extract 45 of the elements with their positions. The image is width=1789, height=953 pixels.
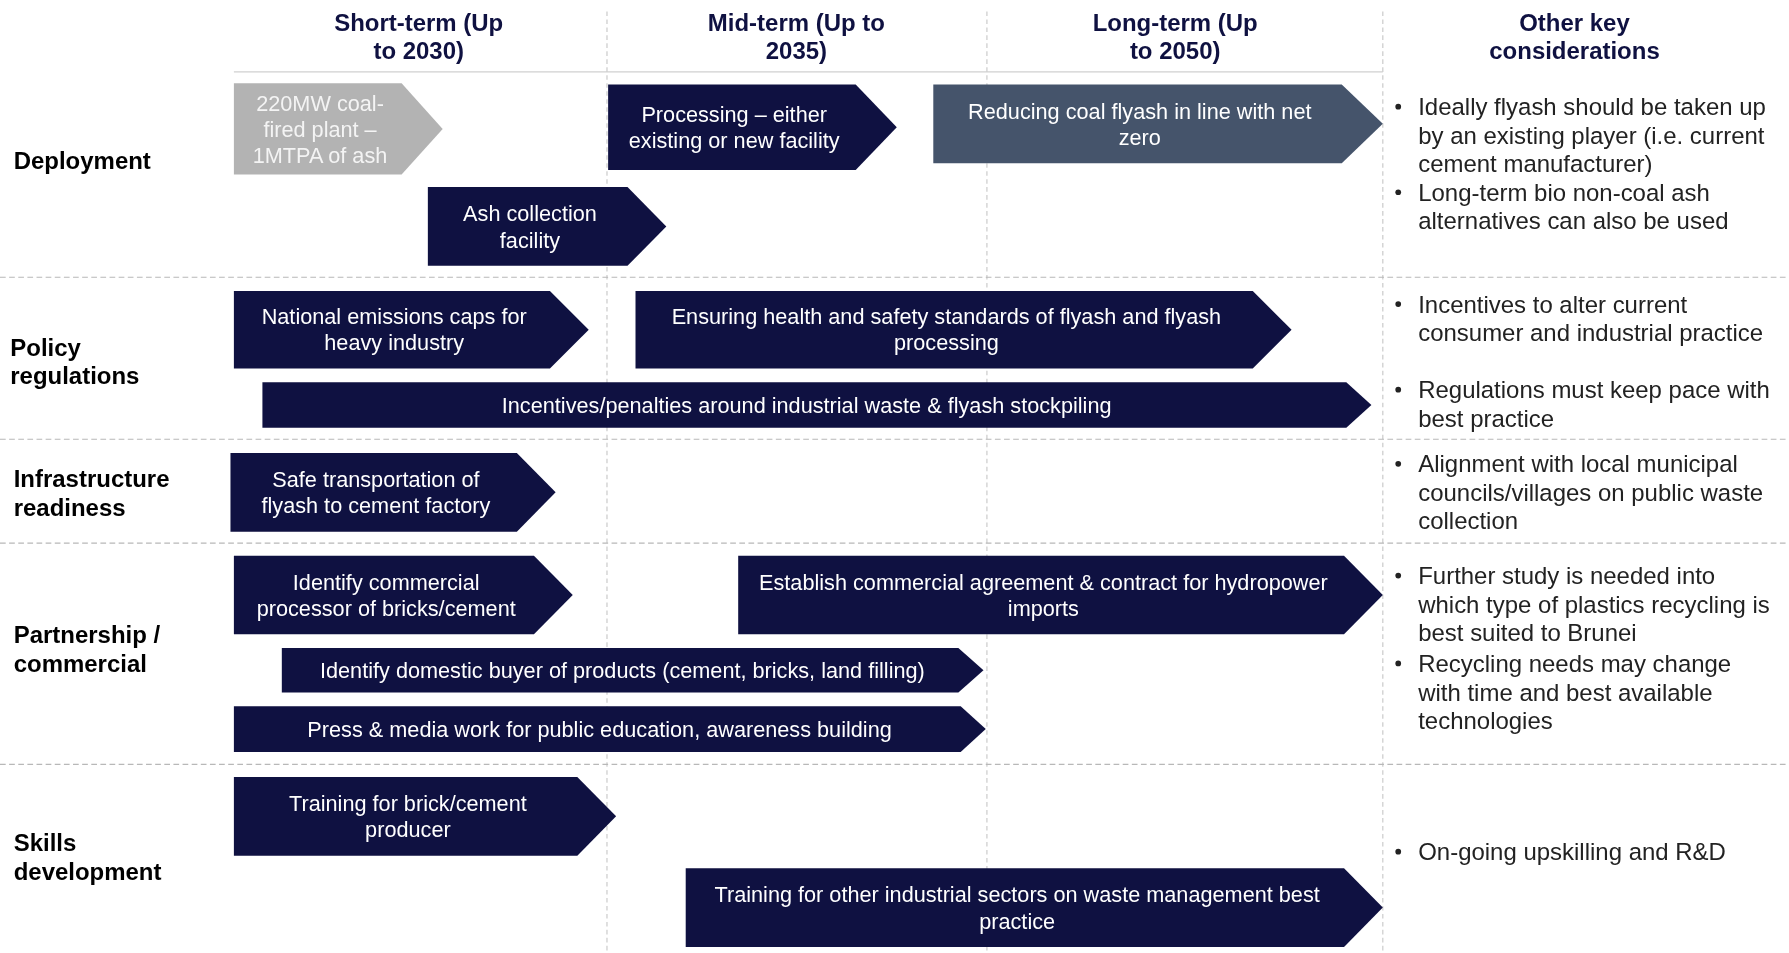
chevron-banner [233,706,986,752]
chevron-banner [233,83,443,175]
row-heading: Policy regulations [10,333,141,391]
chevron-label: Press & media work for public education, awareness building [307,716,892,743]
chevron-banner [635,290,1292,369]
chevron-banner [262,382,1372,428]
chevron-label: Establish commercial agreement & contract for hydropower imports [758,568,1329,622]
column-heading: Short-term (Up to 2030) [333,8,505,66]
chevron-label: Reducing coal flyash in line with net zero [967,97,1313,151]
row-heading: Partnership / commercial [13,620,162,678]
chevron-label: Identify commercial processor of bricks/cement [255,568,517,622]
bullet-note: Ideally flyash should be taken up by an existing player (i.e. current cement manufacturer) [1418,92,1767,178]
column-heading: Long-term (Up to 2050) [1091,8,1259,66]
row-heading: Skills development [13,828,163,886]
column-heading: Mid-term (Up to 2035) [706,8,886,66]
row-heading: Infrastructure readiness [13,464,171,522]
chevron-banner [233,290,589,369]
chevron-label: Training for other industrial sectors on waste management best practice [713,881,1321,934]
chevron-label: National emissions caps for heavy industry [260,303,528,356]
chevron-label: Identify domestic buyer of products (cement, bricks, land filling) [319,657,925,684]
chevron-banner [233,777,617,856]
chevron-label: 220MW coal-fired plant – 1MTPA of ash [251,89,389,169]
bullet-note: Alignment with local municipal councils/villages on public waste collection [1418,449,1765,536]
chevron-banner [427,187,667,266]
chevron-label: Processing – either existing or new facility [627,101,841,154]
chevron-label: Ensuring health and safety standards of flyash and flyash processing [670,303,1223,356]
bullet-note: Incentives to alter current consumer and industrial practice [1418,289,1765,347]
chevron-banner [230,452,556,532]
chevron-banner [685,868,1383,947]
bullet-note: Regulations must keep pace with best practice [1418,375,1771,433]
bullet-note: On-going upskilling and R&D [1418,837,1727,866]
chevron-label: Incentives/penalties around industrial waste & flyash stockpiling [501,392,1112,419]
bullet-note: Further study is needed into which type of plastics recycling is best suited to Brunei [1418,561,1771,647]
chevron-banner [281,648,984,693]
bullet-note: Long-term bio non-coal ash alternatives can also be used [1418,178,1730,236]
row-heading: Deployment [13,146,152,175]
chevron-label: Training for brick/cement producer [288,790,528,843]
chevron-banner [933,84,1383,164]
chevron-label: Safe transportation of flyash to cement factory [260,466,492,519]
bullet-note: Recycling needs may change with time and best available technologies [1418,649,1733,735]
chevron-banner [608,84,897,170]
chevron-banner [738,555,1383,635]
column-heading: Other key considerations [1488,8,1661,66]
chevron-label: Ash collection facility [462,200,598,253]
chevron-banner [233,555,573,635]
